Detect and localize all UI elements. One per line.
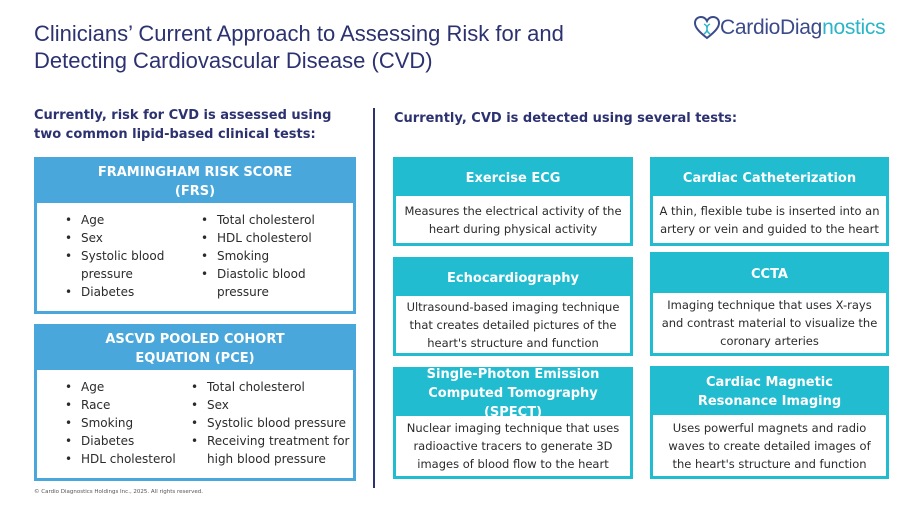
list-item: Sex	[65, 229, 201, 247]
list-item: Diastolic blood pressure	[201, 265, 331, 301]
test-desc: Imaging technique that uses X-rays and c…	[653, 293, 886, 353]
test-title: Echocardiography	[396, 260, 630, 296]
heart-logo-icon	[694, 16, 720, 40]
detect-intro: Currently, CVD is detected using several…	[394, 111, 738, 126]
test-card-echocardiography: Echocardiography Ultrasound-based imagin…	[393, 257, 633, 356]
list-item: Race	[65, 396, 191, 414]
pce-title: ASCVD POOLED COHORT EQUATION (PCE)	[37, 327, 353, 370]
test-desc: Uses powerful magnets and radio waves to…	[653, 415, 886, 476]
list-item: HDL cholesterol	[65, 450, 191, 468]
test-card-spect: Single-Photon Emission Computed Tomograp…	[393, 367, 633, 479]
list-item: Diabetes	[65, 432, 191, 450]
test-desc: Nuclear imaging technique that uses radi…	[396, 416, 630, 476]
divider	[373, 108, 375, 488]
pce-box: ASCVD POOLED COHORT EQUATION (PCE) Age R…	[34, 324, 356, 481]
list-item: Diabetes	[65, 283, 201, 301]
test-title: Cardiac Catheterization	[653, 160, 886, 196]
list-item: Systolic blood pressure	[191, 414, 351, 432]
list-item: Smoking	[65, 414, 191, 432]
test-card-ccta: CCTA Imaging technique that uses X-rays …	[650, 252, 889, 356]
list-item: Total cholesterol	[201, 211, 331, 229]
logo-text-2: nostics	[822, 16, 886, 39]
test-desc: Ultrasound-based imaging technique that …	[396, 296, 630, 353]
frs-title: FRAMINGHAM RISK SCORE (FRS)	[37, 160, 353, 203]
test-card-cardiac-mri: Cardiac Magnetic Resonance Imaging Uses …	[650, 366, 889, 479]
list-item: Age	[65, 211, 201, 229]
risk-intro: Currently, risk for CVD is assessed usin…	[34, 108, 332, 142]
list-item: Sex	[191, 396, 351, 414]
logo-text-1: CardioDiag	[720, 16, 823, 39]
test-title: Exercise ECG	[396, 160, 630, 196]
test-card-exercise-ecg: Exercise ECG Measures the electrical act…	[393, 157, 633, 246]
test-desc: Measures the electrical activity of the …	[396, 196, 630, 243]
list-item: Smoking	[201, 247, 331, 265]
test-title: CCTA	[653, 255, 886, 293]
test-card-catheterization: Cardiac Catheterization A thin, flexible…	[650, 157, 889, 246]
test-desc: A thin, flexible tube is inserted into a…	[653, 196, 886, 243]
frs-box: FRAMINGHAM RISK SCORE (FRS) Age Sex Syst…	[34, 157, 356, 314]
copyright-footer: © Cardio Diagnostics Holdings Inc., 2025…	[34, 489, 203, 495]
list-item: Total cholesterol	[191, 378, 351, 396]
test-title: Single-Photon Emission Computed Tomograp…	[396, 367, 630, 420]
test-title: Cardiac Magnetic Resonance Imaging	[653, 369, 886, 415]
page-title: Clinicians’ Current Approach to Assessin…	[34, 21, 564, 73]
list-item: HDL cholesterol	[201, 229, 331, 247]
list-item: Receiving treatment for high blood press…	[191, 432, 351, 468]
list-item: Systolic blood pressure	[65, 247, 201, 283]
list-item: Age	[65, 378, 191, 396]
